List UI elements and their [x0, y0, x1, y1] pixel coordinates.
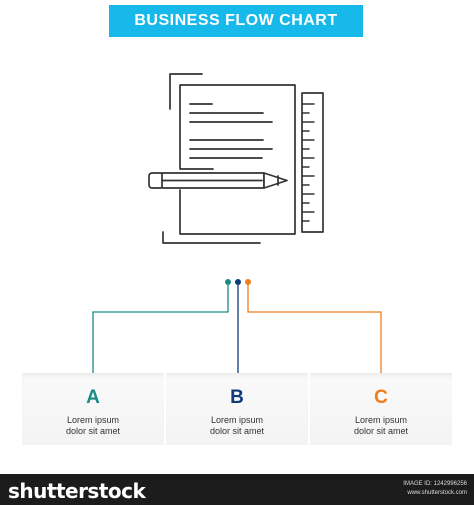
- connector-dot-c: [245, 279, 251, 285]
- title-banner: BUSINESS FLOW CHART: [109, 5, 363, 37]
- corner-mark-top-left: [169, 73, 203, 110]
- image-id-label: IMAGE ID: 1242996256: [403, 481, 467, 487]
- footer-bar: shutterstock IMAGE ID: 1242996256 www.sh…: [0, 474, 474, 505]
- step-text-line: Lorem ipsum: [210, 415, 264, 425]
- step-text-a: Lorem ipsum dolor sit amet: [22, 415, 164, 437]
- ruler-ticks: [301, 103, 315, 222]
- step-panel-c: C Lorem ipsum dolor sit amet: [310, 373, 452, 445]
- connector-line-a: [92, 285, 229, 373]
- corner-mark-bottom: [162, 231, 261, 244]
- step-letter-c: C: [374, 387, 388, 408]
- step-text-line: Lorem ipsum: [66, 415, 120, 425]
- site-url: www.shutterstock.com: [407, 490, 467, 496]
- document-sheet: [179, 84, 296, 235]
- footer-meta: IMAGE ID: 1242996256 www.shutterstock.co…: [403, 480, 467, 498]
- step-text-line: Lorem ipsum: [354, 415, 408, 425]
- step-panel-a: A Lorem ipsum dolor sit amet: [22, 373, 164, 445]
- connector-line-c: [247, 285, 382, 373]
- pencil: [148, 172, 288, 189]
- page-title: BUSINESS FLOW CHART: [134, 12, 338, 29]
- step-text-b: Lorem ipsum dolor sit amet: [166, 415, 308, 437]
- step-letter-a: A: [86, 387, 100, 408]
- ruler: [301, 92, 324, 233]
- document-pencil-ruler-icon: [148, 73, 324, 244]
- step-text-line: dolor sit amet: [353, 426, 409, 436]
- step-panel-b: B Lorem ipsum dolor sit amet: [166, 373, 308, 445]
- connector-dot-b: [235, 279, 241, 285]
- connector-dot-a: [225, 279, 231, 285]
- step-letter-b: B: [230, 387, 244, 408]
- step-text-c: Lorem ipsum dolor sit amet: [310, 415, 452, 437]
- step-text-line: dolor sit amet: [65, 426, 121, 436]
- step-text-line: dolor sit amet: [209, 426, 265, 436]
- shutterstock-logo: shutterstock: [8, 479, 146, 503]
- flow-chart-art: [92, 73, 382, 373]
